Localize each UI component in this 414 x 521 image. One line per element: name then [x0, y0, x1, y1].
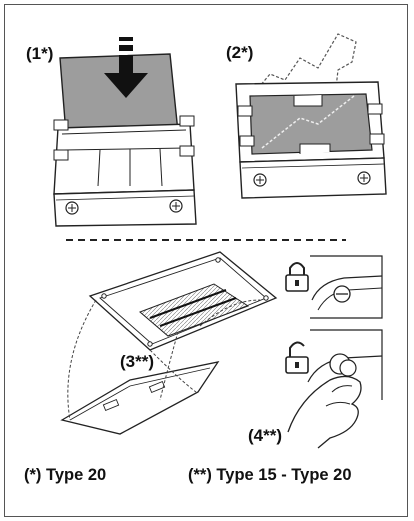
step1-label: (1*)	[26, 44, 54, 63]
padlock-closed-icon	[285, 262, 309, 292]
down-arrow-icon	[104, 37, 148, 98]
step2-label: (2*)	[226, 43, 254, 62]
step3-label: (3**)	[120, 352, 155, 371]
step2-illustration	[235, 33, 387, 199]
step3-illustration	[60, 251, 278, 435]
step1-illustration	[53, 37, 197, 227]
caption-type20: (*) Type 20	[24, 466, 107, 484]
step4-illustration	[285, 255, 383, 449]
caption-type15-type20: (**) Type 15 - Type 20	[188, 466, 352, 484]
padlock-open-icon	[285, 341, 309, 374]
step4-label: (4**)	[248, 426, 283, 445]
